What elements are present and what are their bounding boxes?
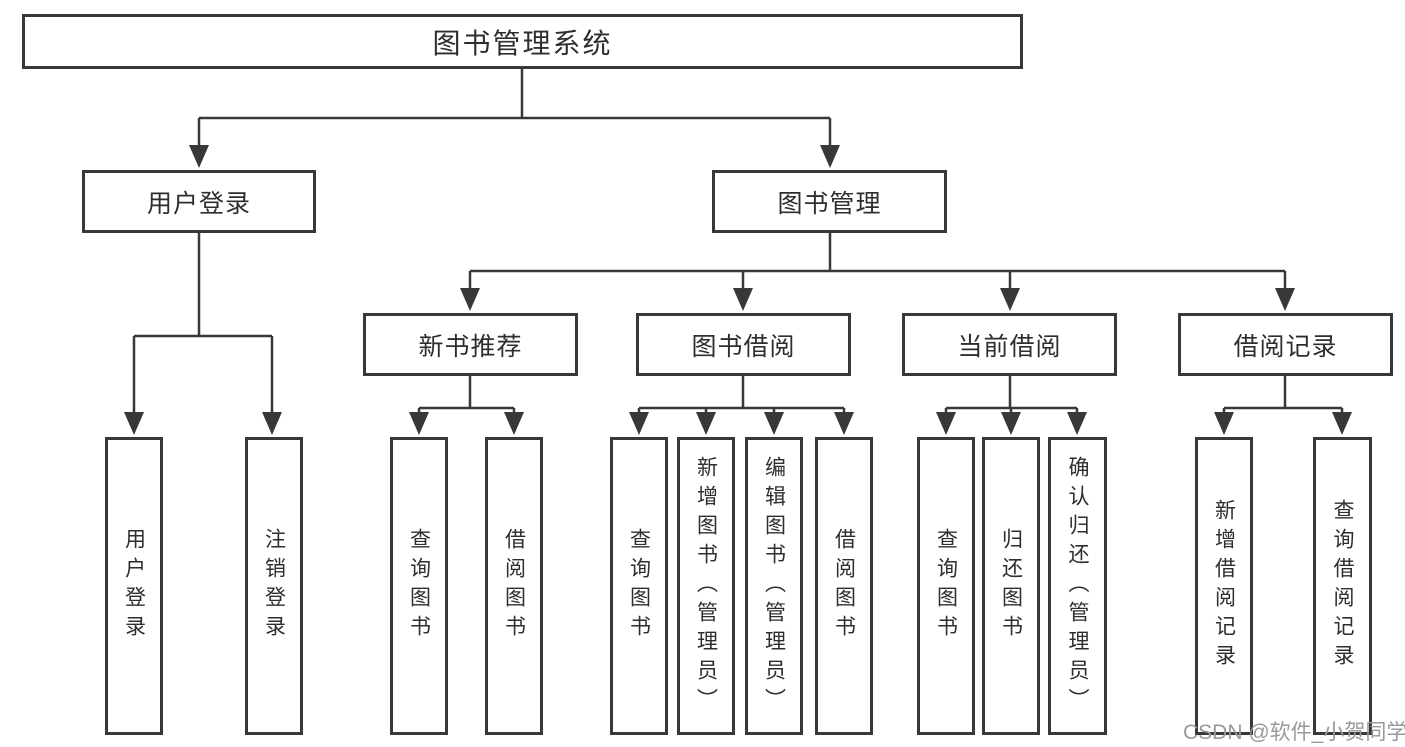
leaf-add-borrow-record: 新增借阅记录 <box>1195 437 1253 735</box>
edge-borrow-to-leaves <box>637 376 846 417</box>
leaf-logout: 注销登录 <box>245 437 303 735</box>
node-user-login: 用户登录 <box>82 170 316 233</box>
edge-newbooks-to-leaves <box>417 376 516 417</box>
node-new-book-recommend-label: 新书推荐 <box>418 332 523 361</box>
node-borrow-records: 借阅记录 <box>1178 313 1393 376</box>
leaf-borrow-books: 借阅图书 <box>815 437 873 735</box>
leaf-confirm-return-admin-label: 确认归还（管理员） <box>1066 455 1090 717</box>
node-borrow-records-label: 借阅记录 <box>1233 332 1338 361</box>
leaf-query-books-borrow: 查询图书 <box>610 437 668 735</box>
node-book-borrow-label: 图书借阅 <box>691 332 796 361</box>
node-user-login-label: 用户登录 <box>146 189 251 218</box>
node-new-book-recommend: 新书推荐 <box>363 313 578 376</box>
leaf-query-books-current: 查询图书 <box>917 437 975 735</box>
edge-root-to-level1 <box>197 69 832 150</box>
node-book-management: 图书管理 <box>712 170 947 233</box>
leaf-user-login-label: 用户登录 <box>122 528 146 644</box>
leaf-query-borrow-record-label: 查询借阅记录 <box>1331 499 1355 673</box>
edge-userlogin-to-leaves <box>132 233 274 417</box>
edge-bookmgmt-to-level2 <box>468 233 1287 294</box>
node-root-label: 图书管理系统 <box>432 27 613 59</box>
leaf-logout-label: 注销登录 <box>262 528 286 644</box>
edge-current-to-leaves <box>944 376 1079 417</box>
node-current-borrow-label: 当前借阅 <box>957 332 1062 361</box>
node-root: 图书管理系统 <box>22 14 1023 69</box>
leaf-query-books-current-label: 查询图书 <box>934 528 958 644</box>
leaf-edit-book-admin: 编辑图书（管理员） <box>745 437 803 735</box>
leaf-return-book-label: 归还图书 <box>999 528 1023 644</box>
leaf-return-book: 归还图书 <box>982 437 1040 735</box>
leaf-query-books-recommend-label: 查询图书 <box>407 528 431 644</box>
leaf-query-books-recommend: 查询图书 <box>390 437 448 735</box>
leaf-borrow-books-label: 借阅图书 <box>832 528 856 644</box>
leaf-borrow-books-recommend-label: 借阅图书 <box>502 528 526 644</box>
leaf-query-borrow-record: 查询借阅记录 <box>1313 437 1372 735</box>
leaf-confirm-return-admin: 确认归还（管理员） <box>1048 437 1107 735</box>
leaf-add-book-admin-label: 新增图书（管理员） <box>694 455 718 717</box>
leaf-borrow-books-recommend: 借阅图书 <box>485 437 543 735</box>
leaf-user-login: 用户登录 <box>105 437 163 735</box>
node-book-borrow: 图书借阅 <box>636 313 851 376</box>
leaf-query-books-borrow-label: 查询图书 <box>627 528 651 644</box>
leaf-add-borrow-record-label: 新增借阅记录 <box>1212 499 1236 673</box>
node-book-management-label: 图书管理 <box>777 189 882 218</box>
node-current-borrow: 当前借阅 <box>902 313 1117 376</box>
watermark: CSDN @软件_小贺同学 <box>1183 721 1405 744</box>
edge-records-to-leaves <box>1222 376 1344 417</box>
leaf-edit-book-admin-label: 编辑图书（管理员） <box>762 455 786 717</box>
leaf-add-book-admin: 新增图书（管理员） <box>677 437 735 735</box>
